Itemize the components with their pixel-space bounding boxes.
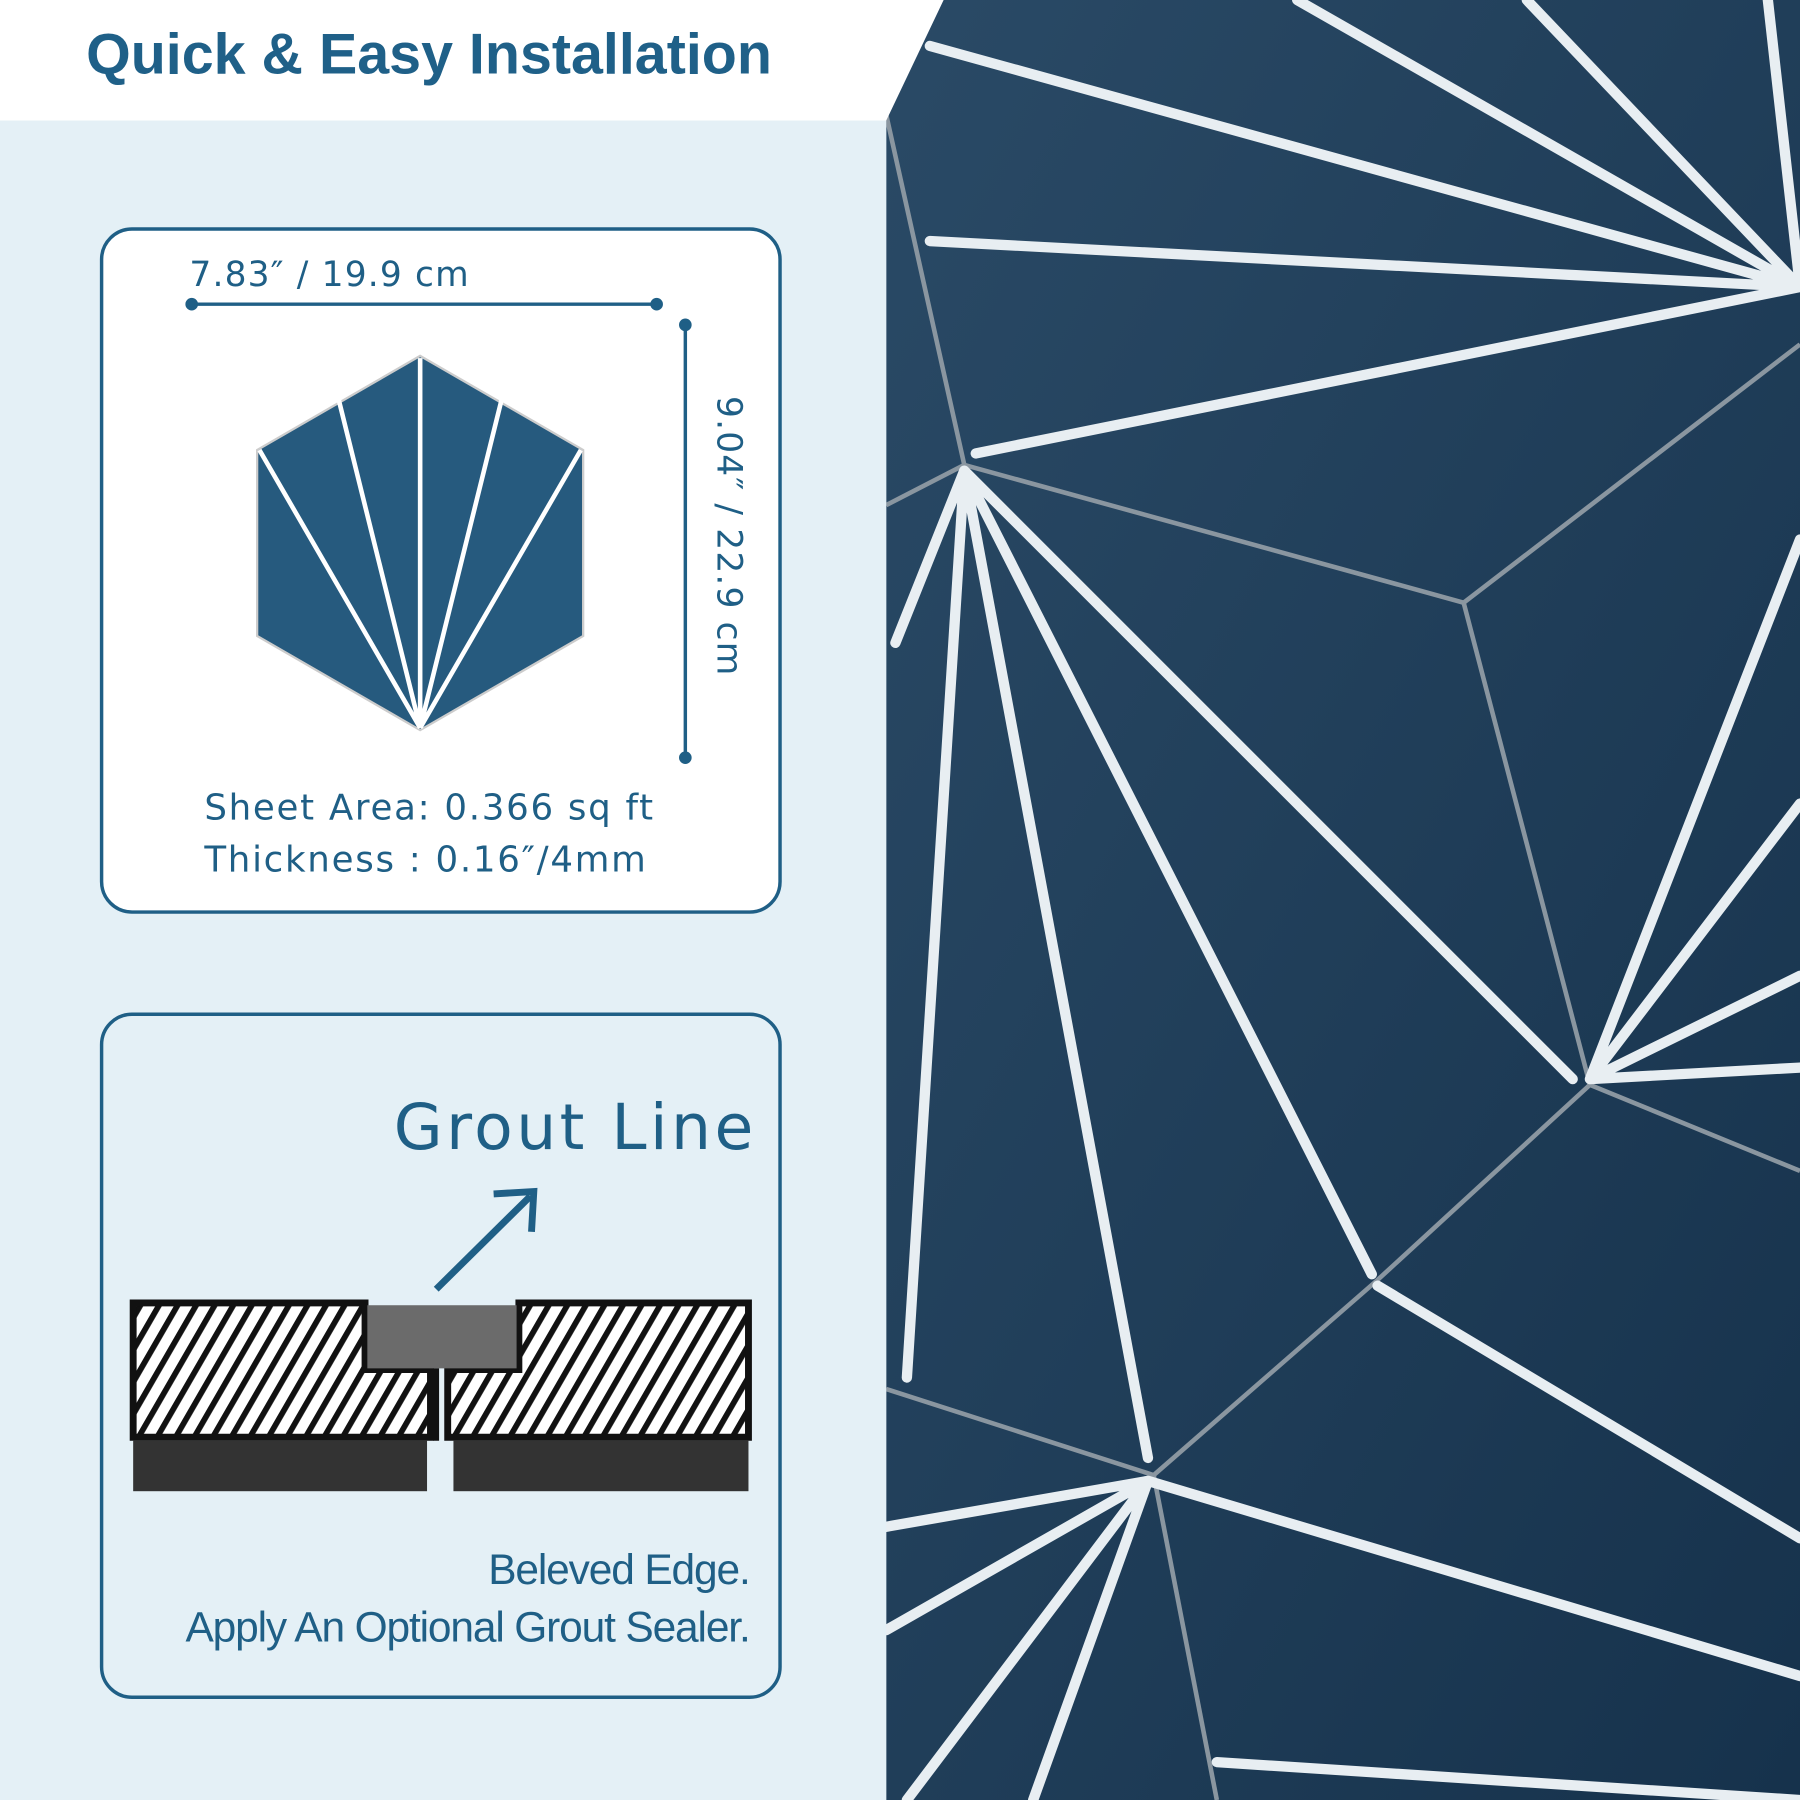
note-line-1: Beleved Edge. (488, 1546, 751, 1594)
grout-card (99, 1012, 782, 1699)
thickness: Thickness : 0.16″/4mm (204, 839, 648, 881)
grout-title: Grout Line (393, 1090, 757, 1165)
width-label: 7.83″ / 19.9 cm (189, 254, 470, 296)
arrow-icon (433, 1193, 533, 1292)
page-title: Quick & Easy Installation (86, 21, 772, 87)
grout-cross-section (129, 1187, 752, 1492)
note-line-2: Apply An Optional Grout Sealer. (185, 1603, 750, 1651)
sheet-area: Sheet Area: 0.366 sq ft (204, 787, 655, 829)
